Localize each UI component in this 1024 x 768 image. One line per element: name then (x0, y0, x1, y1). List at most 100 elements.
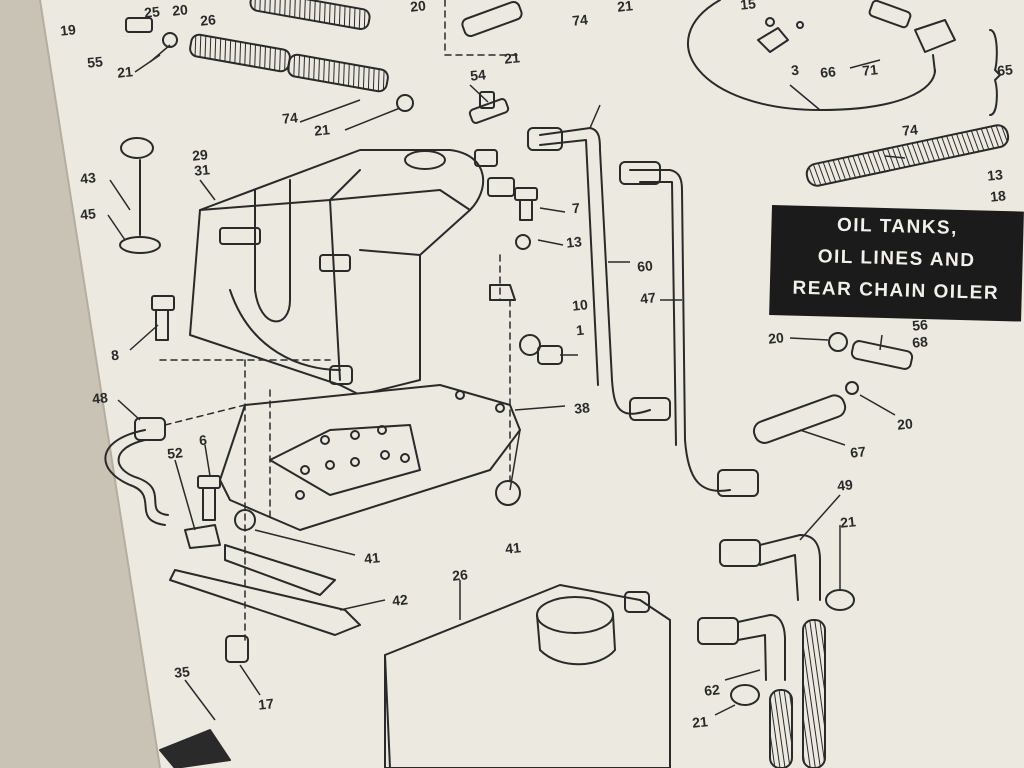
oil-line-47-inner (639, 181, 677, 446)
chain-oiler-35 (159, 729, 231, 768)
oil-line-47 (629, 169, 731, 492)
callout-21-mid: 21 (313, 121, 331, 139)
callout-35: 35 (173, 663, 191, 681)
fitting-71 (914, 19, 956, 73)
bracket-41 (224, 544, 336, 596)
fitting-60-top (527, 127, 563, 151)
callout-55: 55 (86, 53, 104, 71)
callout-67: 67 (849, 443, 867, 461)
leader-lines (107, 44, 906, 721)
callout-71: 71 (861, 61, 879, 79)
callout-13: 13 (565, 233, 583, 251)
callout-42: 42 (391, 591, 409, 609)
callout-17: 17 (257, 695, 275, 713)
paper-shadow (0, 0, 160, 768)
paper-edge (39, 0, 161, 768)
callout-48: 48 (91, 389, 109, 407)
callout-38: 38 (573, 399, 591, 417)
fitting-60-bottom (629, 397, 671, 421)
bolt-8 (151, 295, 175, 341)
callout-3: 3 (790, 61, 800, 79)
hose-74-right (805, 124, 1010, 187)
callout-20: 20 (171, 1, 189, 19)
callout-31: 31 (193, 161, 211, 179)
oil-line-48 (104, 429, 166, 526)
washer-21-bottom (730, 684, 760, 706)
callout-20-top: 20 (409, 0, 427, 15)
callout-26: 26 (199, 11, 217, 29)
part-10 (519, 334, 541, 356)
hose-right-vertical-1 (802, 619, 826, 768)
callout-7: 7 (571, 199, 581, 217)
callout-62: 62 (703, 681, 721, 699)
bolt-7 (514, 187, 538, 221)
hose-67 (752, 394, 847, 444)
hose-right-vertical-2 (769, 689, 793, 768)
fitting-55 (125, 17, 178, 48)
tank-tab (489, 284, 516, 301)
oil-line-48-inner (117, 439, 169, 516)
callout-21-bottom: 21 (691, 713, 709, 731)
title-line-2: OIL LINES AND (817, 246, 976, 272)
callout-66: 66 (819, 63, 837, 81)
oil-tank-26 (384, 584, 671, 768)
oil-line-66 (687, 0, 936, 111)
callout-65: 65 (996, 61, 1014, 79)
callout-6: 6 (198, 431, 208, 449)
mounting-plate-38 (219, 384, 521, 531)
callout-68: 68 (911, 333, 929, 351)
callout-52: 52 (166, 444, 184, 462)
fitting-21-top-right (461, 0, 523, 38)
bracket-52 (184, 524, 221, 549)
title-line-3: REAR CHAIN OILER (792, 277, 1000, 304)
fitting-top-right (868, 0, 912, 29)
nut-17 (225, 635, 249, 663)
elbow-49 (719, 534, 821, 601)
callout-41-left: 41 (363, 549, 381, 567)
callout-74-left: 74 (281, 109, 299, 127)
callout-54: 54 (469, 66, 487, 84)
washer-41-right (495, 480, 521, 506)
hose-74-top (189, 0, 389, 93)
callout-20-right: 20 (767, 329, 785, 347)
callout-21-center: 21 (503, 49, 521, 67)
callout-49: 49 (836, 476, 854, 494)
elbow-62 (697, 614, 786, 681)
washer-13 (515, 234, 531, 250)
callout-74-right: 74 (901, 121, 919, 139)
bolt-6 (197, 475, 221, 521)
title-line-1: OIL TANKS, (836, 214, 959, 239)
callout-10: 10 (571, 296, 589, 314)
callout-43: 43 (79, 169, 97, 187)
callout-21-left: 21 (116, 63, 134, 81)
fitting-47-top (619, 161, 661, 185)
washer-21-top (396, 94, 414, 112)
washer-20-lower (845, 381, 859, 395)
bracket-65 (989, 29, 1001, 116)
fitting-47-bottom (717, 469, 759, 497)
callout-19: 19 (59, 21, 77, 39)
callout-13-right: 13 (986, 166, 1004, 184)
fitting-tank-right-1 (474, 149, 498, 167)
callout-21-right: 21 (839, 513, 857, 531)
callout-60: 60 (636, 257, 654, 275)
fitting-tank-right-2 (487, 177, 515, 197)
callout-29: 29 (191, 146, 209, 164)
callout-15: 15 (739, 0, 757, 13)
diagram-title-box: OIL TANKS, OIL LINES AND REAR CHAIN OILE… (769, 205, 1024, 322)
callout-45: 45 (79, 205, 97, 223)
callout-41-right: 41 (504, 539, 522, 557)
fitting-48 (134, 417, 166, 441)
bracket-42 (169, 569, 361, 636)
oil-line-60 (539, 127, 651, 415)
fitting-54 (468, 91, 510, 124)
washer-20-right (828, 332, 848, 352)
callout-8: 8 (110, 346, 120, 364)
callout-25: 25 (143, 3, 161, 21)
callout-1: 1 (575, 321, 585, 339)
callout-56: 56 (911, 316, 929, 334)
callout-74-top: 74 (571, 11, 589, 29)
filler-cap-43 (119, 137, 161, 254)
